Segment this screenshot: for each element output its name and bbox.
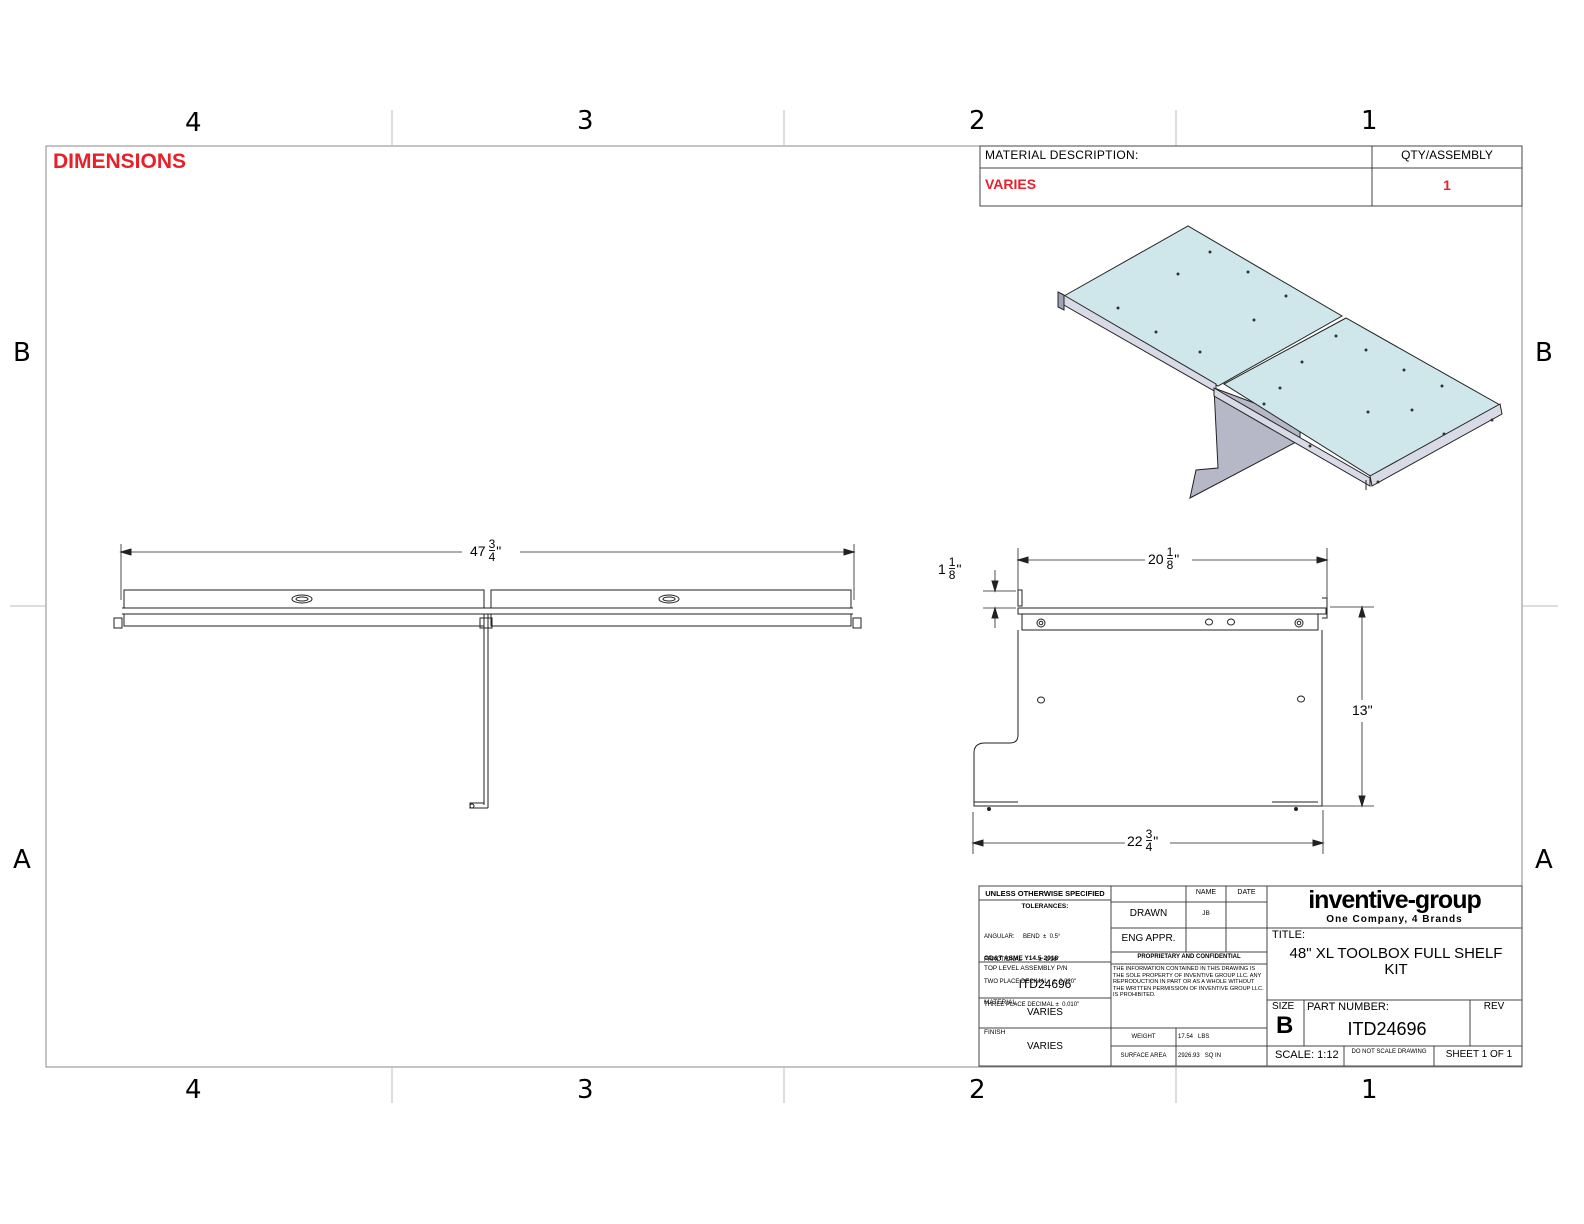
zone-col-4-top: 4 [185,108,202,138]
material-description-header: MATERIAL DESCRIPTION: [985,148,1139,162]
size-label: SIZE [1272,1001,1295,1012]
date-header: DATE [1237,889,1256,896]
dim-shelf-depth-num: 1 [1166,545,1174,559]
title-block-grid [978,885,1523,1067]
dim-overall-width: 47 3 4 " [470,537,502,564]
qty-header: QTY/ASSEMBLY [1401,148,1493,162]
dim-shelf-depth-unit: " [1174,550,1180,567]
zone-col-3-bottom: 3 [577,1075,594,1105]
standard-note: GD&T ASME Y14.5-2018 [984,955,1059,962]
eng-approval-label: ENG APPR. [1121,933,1176,944]
surface-area-label: SURFACE AREA [1120,1053,1167,1059]
zone-row-a-right: A [1535,845,1553,875]
company-tagline: One Company, 4 Brands [1326,914,1463,925]
dim-bracket-depth-unit: " [1153,832,1159,849]
dim-bracket-depth-den: 4 [1145,840,1153,854]
zone-col-2-top: 2 [969,106,986,136]
part-number-value: ITD24696 [1347,1019,1427,1039]
material-table-grid [979,145,1523,207]
dim-flange-unit: " [956,560,962,577]
dim-flange: 1 1 8 " [938,556,961,581]
dim-bracket-depth-num: 3 [1145,827,1153,841]
dim-overall-width-num: 3 [488,537,496,551]
dim-flange-fraction: 1 8 [948,555,956,582]
dim-bracket-depth-whole: 22 [1127,832,1143,849]
zone-col-3-top: 3 [577,106,594,136]
qty-value: 1 [1443,177,1451,193]
top-assembly-value: ITD24696 [1018,977,1072,991]
rev-label: REV [1483,1001,1505,1012]
zone-col-4-bottom: 4 [185,1075,202,1105]
title-label: TITLE: [1272,929,1306,941]
company-logo: inventive-group [1308,886,1482,914]
unless-specified: UNLESS OTHERWISE SPECIFIED [985,889,1105,898]
zone-ticks [10,110,1558,1103]
material-description-value: VARIES [985,176,1037,192]
zone-col-1-bottom: 1 [1361,1075,1378,1105]
weight-label: WEIGHT [1131,1034,1156,1040]
scale-label: SCALE: 1:12 [1275,1049,1339,1061]
dim-height: 13" [1352,702,1373,718]
dim-bracket-depth: 22 3 4 " [1127,827,1159,854]
proprietary-text: THE INFORMATION CONTAINED IN THIS DRAWIN… [1113,966,1264,999]
drawn-name: JB [1202,910,1210,917]
dim-shelf-depth-den: 8 [1166,558,1174,572]
dim-overall-width-unit: " [496,542,502,559]
surface-area-value: 2926.93 SQ IN [1178,1053,1222,1059]
material-value: VARIES [1027,1007,1063,1018]
page-title: DIMENSIONS [53,150,187,173]
dim-overall-width-fraction: 3 4 [488,537,496,564]
zone-col-2-bottom: 2 [969,1075,986,1105]
drawn-label: DRAWN [1129,908,1168,919]
sheet-number: SHEET 1 OF 1 [1445,1049,1513,1060]
dim-flange-whole: 1 [938,560,946,577]
size-value: B [1276,1012,1294,1039]
zone-col-1-top: 1 [1361,106,1378,136]
material-label: MATERIAL [984,999,1017,1006]
tolerance-fractional: FRACTIONAL ± 1/16" [984,956,1059,963]
dim-shelf-depth-fraction: 1 8 [1166,545,1174,572]
dim-overall-width-den: 4 [488,550,496,564]
dim-shelf-depth-whole: 20 [1148,550,1164,567]
zone-row-b-right: B [1535,338,1553,368]
side-view [971,548,1374,854]
dim-flange-den: 8 [948,568,956,582]
tolerance-three-place: THREE PLACE DECIMAL ± 0.010" [984,1001,1080,1008]
dim-bracket-depth-fraction: 3 4 [1145,827,1153,854]
part-number-label: PART NUMBER: [1307,1001,1389,1013]
zone-row-a-left: A [13,845,31,875]
do-not-scale: DO NOT SCALE DRAWING [1351,1049,1427,1055]
drawing-title: 48" XL TOOLBOX FULL SHELF KIT [1289,945,1503,978]
dim-overall-width-whole: 47 [470,542,486,559]
zone-row-b-left: B [13,338,31,368]
tolerance-lines: ANGULAR: BEND ± 0.5° FRACTIONAL ± 1/16" … [984,919,1108,1017]
weight-value: 17.54 LBS [1178,1034,1210,1040]
tolerance-two-place: TWO PLACE DECIMAL ± 0.020" [984,979,1077,985]
finish-label: FINISH [984,1029,1006,1036]
dim-flange-num: 1 [948,555,956,569]
isometric-view [1057,225,1503,499]
top-assembly-label: TOP LEVEL ASSEMBLY P/N [984,965,1068,972]
finish-value: VARIES [1027,1041,1063,1052]
tolerances-label: TOLERANCES: [1021,903,1069,910]
tolerance-angular: ANGULAR: BEND ± 0.5° [984,934,1061,940]
dim-shelf-depth: 20 1 8 " [1148,545,1180,572]
front-view [113,544,862,809]
proprietary-title: PROPRIETARY AND CONFIDENTIAL [1137,954,1241,960]
name-header: NAME [1195,889,1217,896]
